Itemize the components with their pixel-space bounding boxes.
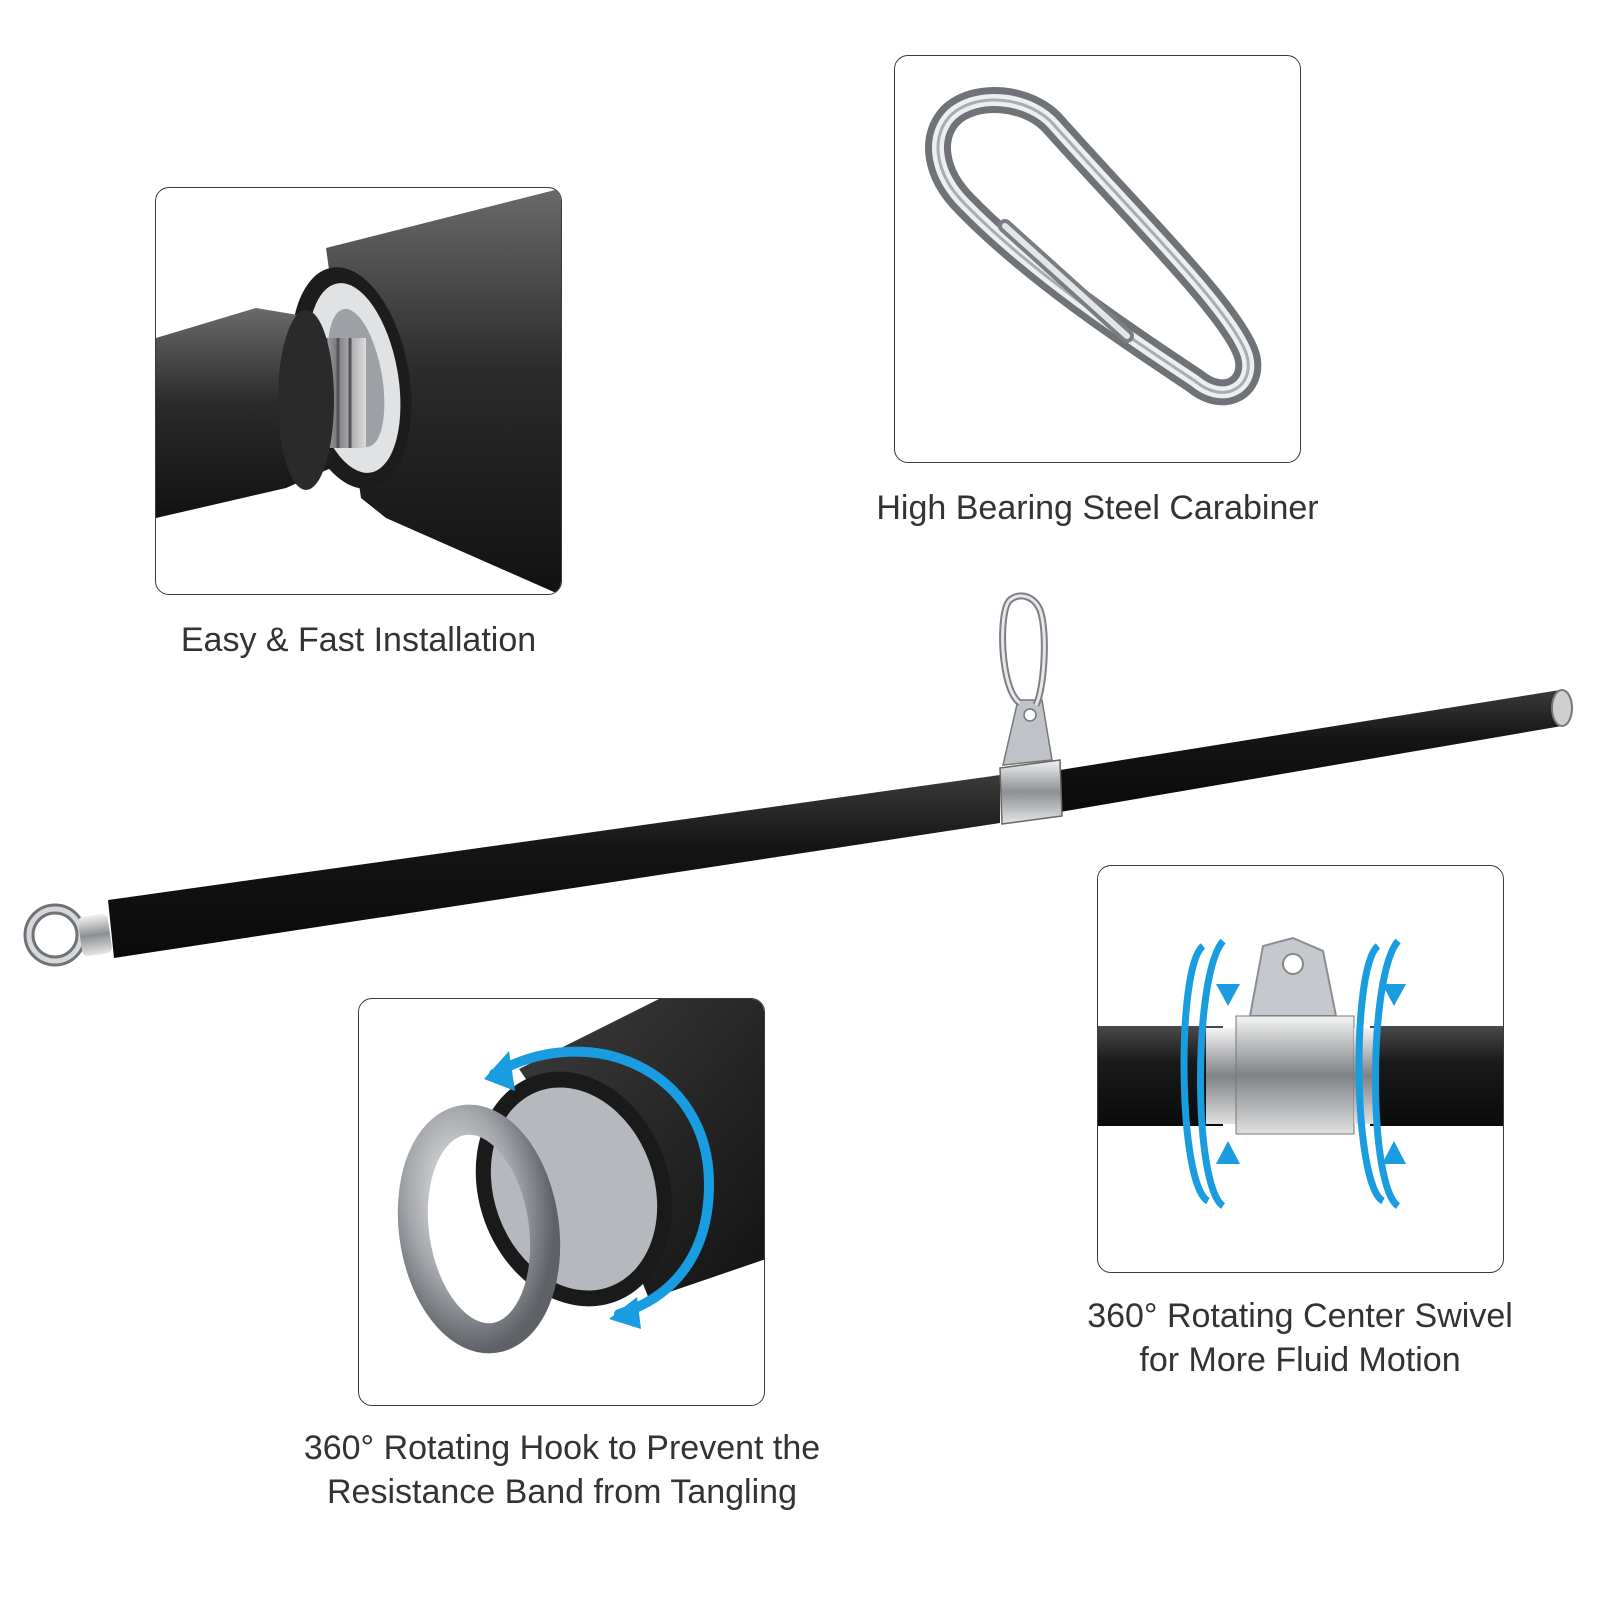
- carabiner-panel: [894, 55, 1301, 463]
- installation-panel: [155, 187, 562, 595]
- swivel-caption-line2: for More Fluid Motion: [1139, 1341, 1461, 1379]
- hook-caption-line2: Resistance Band from Tangling: [327, 1473, 797, 1511]
- left-eye-ring: [23, 903, 112, 967]
- rotating-hook-illustration: [397, 999, 764, 1354]
- foam-grip: [108, 689, 1573, 958]
- hook-panel: [358, 998, 765, 1406]
- threaded-connector-illustration: [156, 188, 561, 594]
- swivel-panel: [1097, 865, 1504, 1273]
- carabiner-illustration: [925, 87, 1262, 406]
- bar-carabiner: [999, 592, 1048, 707]
- hook-caption-line1: 360° Rotating Hook to Prevent the: [303, 1429, 821, 1467]
- installation-caption: Easy & Fast Installation: [180, 621, 537, 659]
- center-swivel-illustration: [1098, 936, 1503, 1209]
- carabiner-caption: High Bearing Steel Carabiner: [876, 489, 1319, 527]
- swivel-caption-line1: 360° Rotating Center Swivel: [1087, 1297, 1513, 1335]
- center-swivel: [999, 699, 1063, 825]
